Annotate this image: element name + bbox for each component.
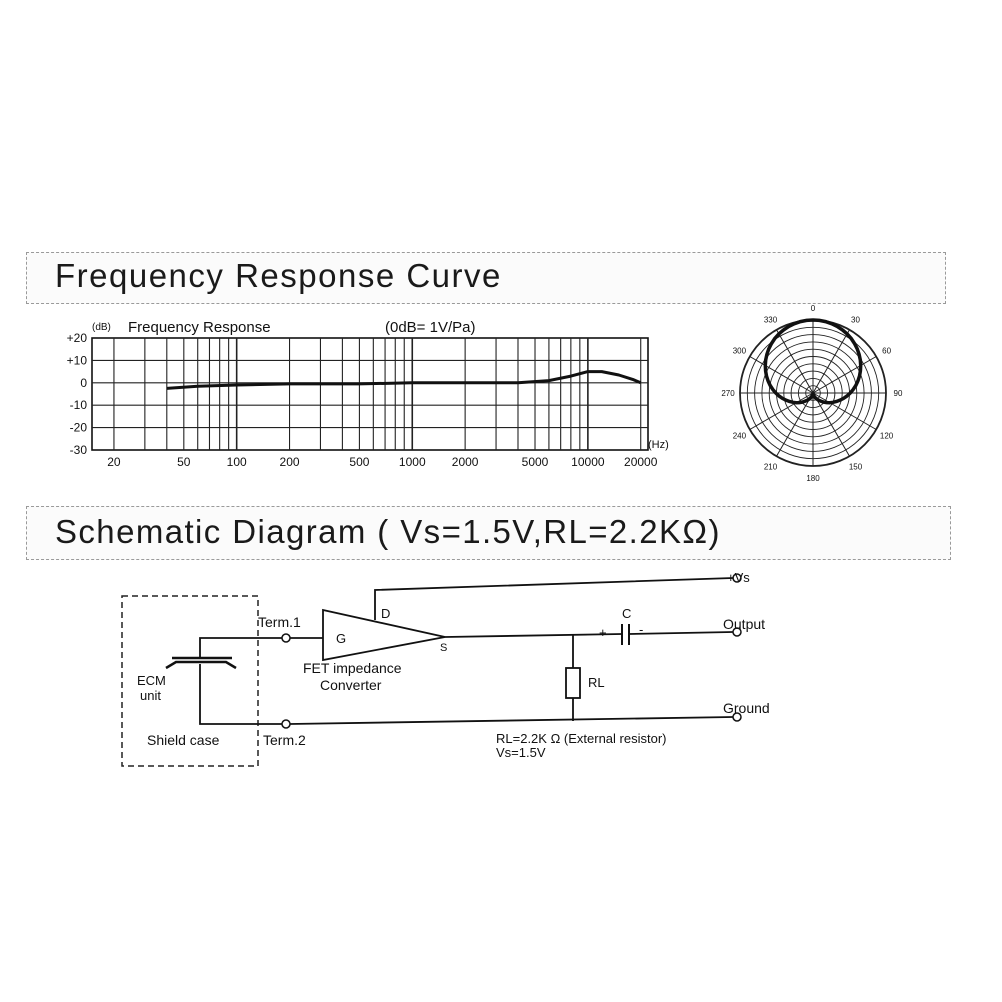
cap-to-output-wire	[628, 631, 734, 635]
polar-spoke	[776, 392, 814, 457]
y-tick-label: +20	[67, 331, 88, 345]
ecm-to-term1-wire	[199, 637, 282, 658]
x-tick-label: 2000	[452, 455, 479, 469]
x-tick-label: 1000	[399, 455, 426, 469]
plot-frame	[91, 337, 649, 451]
x-tick-label: 20000	[624, 455, 658, 469]
y-tick-label: 0	[80, 376, 87, 390]
drain-label: D	[381, 606, 390, 621]
x-tick-label: 50	[177, 455, 191, 469]
vs-note: Vs=1.5V	[496, 745, 546, 760]
frequency-response-line	[166, 370, 642, 390]
chart-title: Frequency Response	[128, 319, 271, 336]
fet-label-line1: FET impedance	[303, 660, 402, 676]
polar-angle-label: 270	[721, 389, 735, 398]
source-label: S	[440, 642, 447, 654]
rl-resistor-symbol	[565, 667, 581, 699]
polar-angle-label: 180	[806, 474, 820, 483]
y-tick-label: +10	[67, 353, 88, 367]
term1-terminal	[281, 633, 291, 643]
fet-amplifier-symbol	[322, 608, 446, 662]
y-tick-label: -30	[70, 443, 88, 457]
polar-spoke	[812, 329, 850, 394]
polar-spoke	[812, 392, 850, 457]
schematic-banner: Schematic Diagram ( Vs=1.5V,RL=2.2KΩ)	[26, 506, 951, 560]
ground-terminal	[732, 712, 742, 722]
ground-label: Ground	[723, 700, 770, 716]
ecm-to-term2-wire	[199, 664, 282, 725]
polar-spoke	[812, 356, 877, 394]
ecm-label-line2: unit	[140, 688, 161, 703]
frequency-response-title: Frequency Response Curve	[55, 257, 502, 294]
polar-angle-label: 0	[811, 304, 816, 313]
polar-pattern-curve	[763, 318, 863, 405]
polar-spoke	[749, 356, 814, 394]
frequency-response-banner: Frequency Response Curve	[26, 252, 946, 304]
polar-angle-label: 300	[733, 347, 747, 356]
source-wire	[444, 633, 623, 638]
x-tick-label: 20	[107, 455, 121, 469]
rl-note: RL=2.2K Ω (External resistor)	[496, 731, 666, 746]
y-tick-label: -10	[70, 398, 88, 412]
capacitor-label: C	[622, 606, 631, 621]
x-tick-label: 200	[280, 455, 300, 469]
chart-grid	[91, 337, 649, 451]
drain-to-vs-wire	[374, 577, 734, 620]
chart-series	[166, 370, 642, 390]
gate-label: G	[336, 631, 346, 646]
term2-terminal	[281, 719, 291, 729]
ecm-label-line1: ECM	[137, 673, 166, 688]
term2-label: Term.2	[263, 732, 306, 748]
y-tick-label: -20	[70, 421, 88, 435]
chart-title-prefix: (dB)	[92, 322, 111, 333]
term1-label: Term.1	[258, 614, 301, 630]
ecm-unit-box	[121, 595, 259, 767]
polar-angle-label: 150	[849, 463, 863, 472]
vs-label: +Vs	[727, 570, 750, 585]
polar-grid	[739, 319, 887, 467]
rl-label: RL	[588, 675, 605, 690]
x-tick-label: 5000	[522, 455, 549, 469]
capacitor-minus: -	[639, 622, 643, 637]
x-tick-label: 100	[227, 455, 247, 469]
polar-spoke	[749, 392, 814, 430]
vs-terminal	[732, 573, 742, 583]
output-label: Output	[723, 616, 765, 632]
polar-angle-label: 60	[882, 347, 891, 356]
ecm-plate-bottom	[165, 660, 237, 670]
polar-angle-label: 30	[851, 315, 860, 324]
x-axis-unit: (Hz)	[648, 439, 669, 451]
output-terminal	[732, 627, 742, 637]
polar-angle-label: 330	[764, 315, 778, 324]
polar-angle-label: 240	[733, 432, 747, 441]
polar-angle-label: 120	[880, 432, 894, 441]
polar-angle-label: 90	[894, 389, 903, 398]
fet-label-line2: Converter	[320, 677, 382, 693]
x-tick-label: 10000	[571, 455, 605, 469]
capacitor-plus: +	[599, 625, 607, 640]
polar-angle-label: 210	[764, 463, 778, 472]
shield-case-label: Shield case	[147, 732, 220, 748]
x-tick-label: 500	[349, 455, 369, 469]
chart-ticks: +20 +10 0 -10 -20 -30 20 50 100 200 500 1000 2000 500…	[67, 331, 658, 469]
chart-note: (0dB= 1V/Pa)	[385, 319, 475, 336]
ground-wire	[289, 716, 734, 725]
schematic-title: Schematic Diagram ( Vs=1.5V,RL=2.2KΩ)	[55, 513, 721, 550]
polar-spoke	[776, 329, 814, 394]
polar-angle-labels: 0 30 60 90 120 150 180 210 240 270 300 330	[721, 304, 903, 483]
polar-spoke	[812, 392, 877, 430]
